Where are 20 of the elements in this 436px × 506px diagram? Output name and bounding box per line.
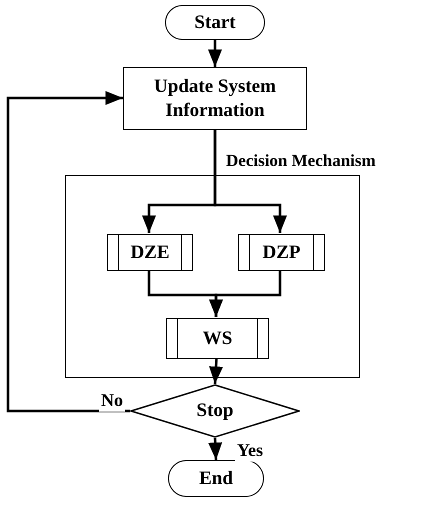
node-label: Update System Information: [153, 74, 277, 122]
group-heading: Decision Mechanism: [226, 150, 376, 172]
arrow: [214, 130, 287, 233]
arrow: [208, 40, 222, 67]
decision-diamond: [130, 384, 300, 438]
process-box: [123, 67, 307, 130]
arrow: [208, 438, 222, 460]
terminal-pill: [165, 5, 265, 40]
predefined-process-box: [107, 234, 193, 271]
arrow: [6, 91, 130, 412]
node-label: Start: [194, 10, 236, 34]
predefined-process-box: [166, 318, 269, 359]
node-label: WS: [202, 326, 232, 350]
node-label: End: [199, 466, 233, 490]
node-label: DZE: [130, 240, 170, 264]
predefined-process-box: [238, 234, 325, 271]
arrow: [209, 270, 282, 317]
node-label: Stop: [196, 399, 234, 423]
terminal-pill: [168, 460, 264, 497]
node-label: DZP: [262, 240, 300, 264]
